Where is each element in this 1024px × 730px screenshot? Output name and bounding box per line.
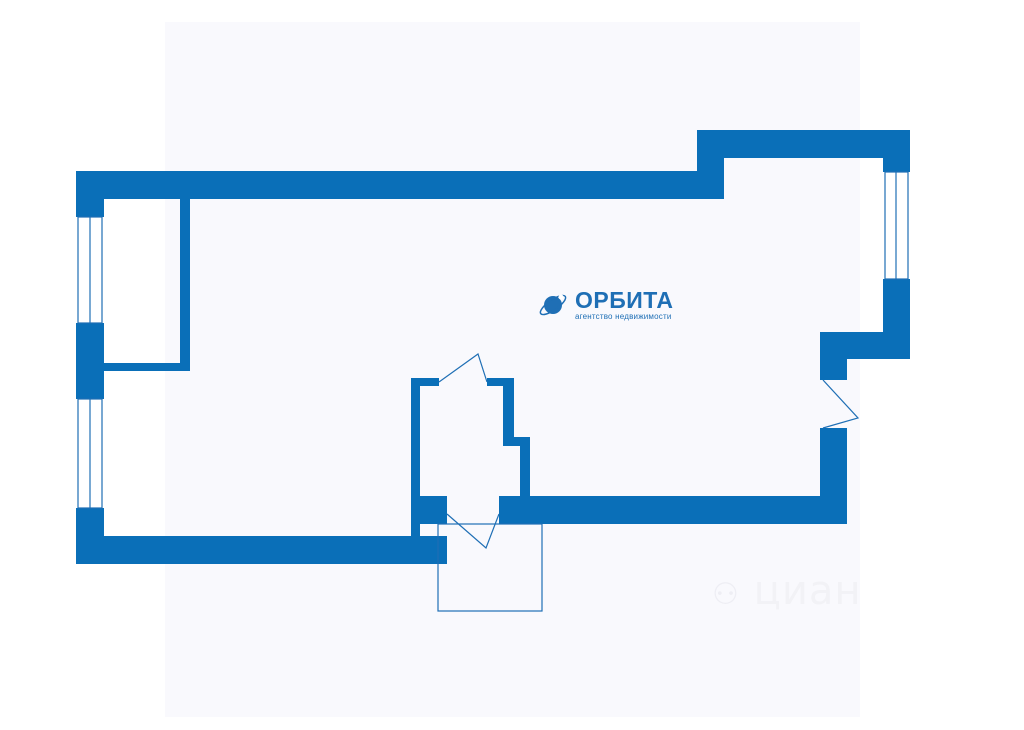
wall-bath-left [411, 378, 420, 564]
door-bath-top [438, 353, 488, 383]
wall-bottom-left [76, 536, 447, 564]
brand-logo: ОРБИТА агентство недвижимости [537, 288, 674, 321]
wall-inner-right-top [820, 332, 847, 380]
wall-left-bottom [76, 508, 104, 564]
vestibule-outline [437, 523, 543, 612]
brand-name: ОРБИТА [575, 287, 674, 313]
wall-bath-top-right [487, 378, 514, 386]
cian-logo-icon: ⚇ [712, 577, 740, 612]
door-right [822, 379, 860, 429]
wall-bath-top-left [411, 378, 439, 386]
brand-text: ОРБИТА агентство недвижимости [575, 288, 674, 321]
planet-orbit-icon [539, 294, 567, 315]
brand-tagline: агентство недвижимости [575, 312, 672, 321]
walls [76, 130, 910, 564]
wall-top-right [697, 130, 910, 158]
wall-closet-bottom [104, 363, 190, 371]
wall-bath-right-lower [520, 437, 530, 524]
wall-top [76, 171, 724, 199]
wall-left-top [76, 171, 104, 217]
wall-closet-right [180, 199, 190, 371]
wall-bath-bottom-left [411, 496, 447, 524]
door-entrance [446, 513, 500, 550]
wall-left-middle [76, 323, 104, 399]
doors [438, 353, 860, 550]
wall-bath-bottom-right [499, 496, 513, 524]
wall-bottom-right [499, 496, 847, 524]
wall-step [697, 130, 724, 199]
wall-bath-right-upper [503, 378, 514, 444]
windows [77, 171, 909, 509]
watermark-text: циан [753, 568, 862, 614]
wall-right-upper [883, 130, 910, 172]
watermark: ⚇ циан [712, 568, 862, 614]
wall-bath-step [503, 437, 530, 446]
